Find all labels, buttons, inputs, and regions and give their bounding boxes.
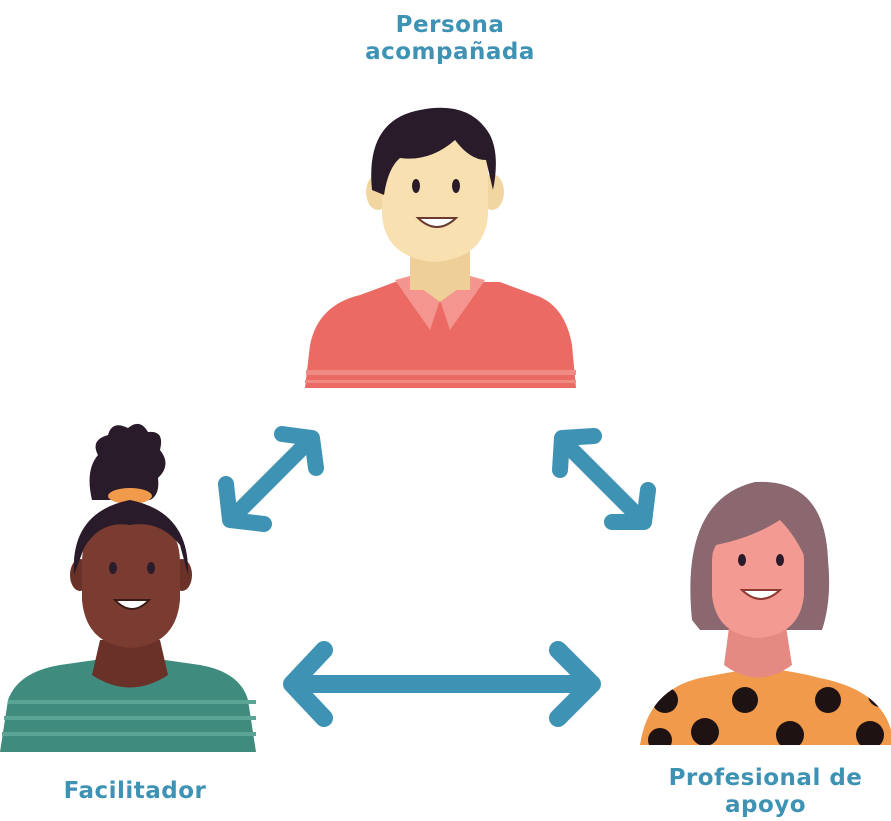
node-label-profesional-de-apoyo: Profesional de apoyo (640, 765, 891, 819)
mouth (415, 217, 459, 228)
edge-top-left (218, 426, 324, 532)
shirt (640, 668, 891, 745)
mouth (739, 589, 783, 600)
label-line: apoyo (724, 792, 807, 818)
hair-tie (108, 488, 152, 504)
node-label-facilitador: Facilitador (20, 778, 250, 805)
collar-right (440, 276, 485, 330)
hair (73, 500, 189, 575)
label-line: Facilitador (63, 778, 207, 804)
shirt-stripe (2, 732, 256, 736)
eye-left (738, 554, 746, 566)
avatar-facilitador (0, 423, 256, 752)
label-line: Profesional de (668, 765, 863, 791)
shirt-stripe (306, 370, 576, 375)
shirt (305, 282, 576, 388)
face (712, 508, 804, 638)
label-line: Persona (395, 12, 505, 38)
shirt-stripe (8, 700, 256, 704)
eye-right (452, 179, 460, 193)
hair-fringe (699, 495, 822, 590)
label-line: acompañada (365, 39, 535, 65)
eye-left (412, 179, 420, 193)
neck (92, 640, 168, 688)
hair (371, 107, 496, 195)
neck-v (410, 280, 470, 302)
shirt-stripe (305, 380, 576, 383)
node-label-persona-acompanada: Persona acompañada (290, 12, 610, 66)
avatar-profesional-de-apoyo (640, 481, 891, 745)
shirt (0, 660, 256, 752)
shirt-stripe (4, 716, 256, 720)
hair-bun (89, 423, 166, 500)
face (382, 132, 488, 262)
face (82, 512, 180, 648)
eye-left (109, 562, 117, 574)
eye-right (147, 562, 155, 574)
collar-left (395, 276, 440, 330)
edge-top-right (552, 428, 656, 530)
edge-left-right (283, 641, 601, 727)
mouth (112, 599, 152, 610)
eye-right (776, 554, 784, 566)
avatar-persona-acompanada (305, 107, 576, 388)
